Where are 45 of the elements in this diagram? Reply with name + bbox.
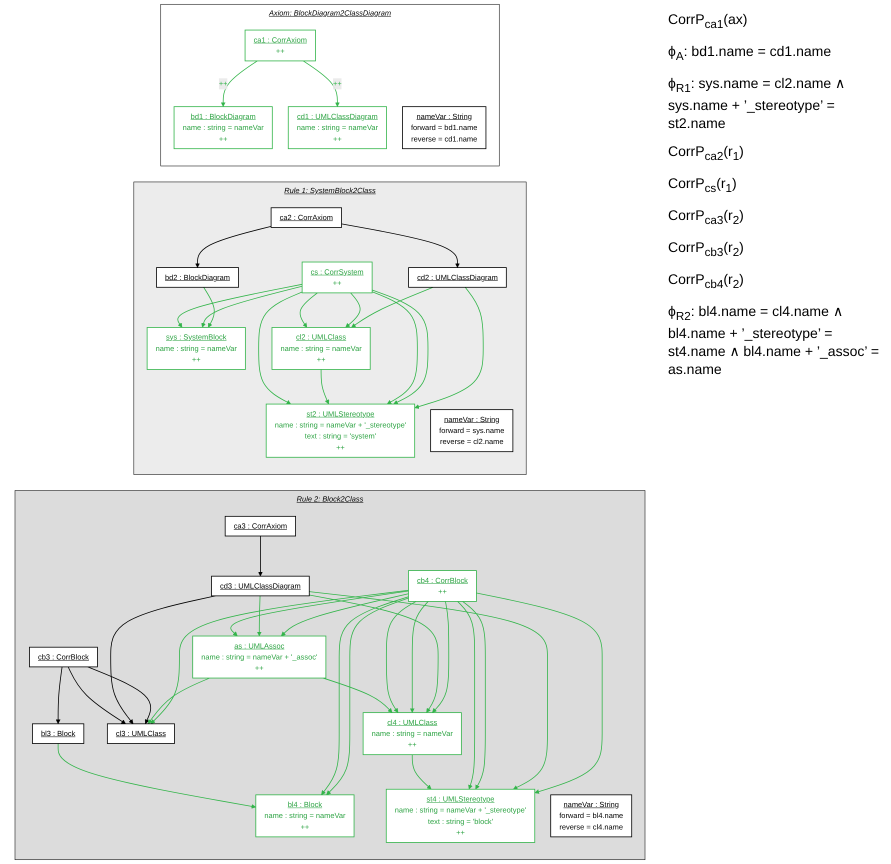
arrow — [372, 291, 418, 404]
arrow — [457, 601, 476, 790]
arrow — [258, 292, 303, 404]
note-text: ϕ$_{R1}$: sys.name = cl2.name ∧ sys.name + ’_stereotype’ = st2.name — [668, 74, 846, 132]
arrow — [308, 594, 439, 713]
arrow — [201, 286, 303, 328]
arrow — [432, 601, 450, 713]
arrow — [476, 592, 603, 794]
arrow — [148, 678, 210, 724]
arrow — [386, 601, 416, 713]
arrow — [351, 286, 434, 328]
arrow — [308, 591, 548, 790]
arrow — [341, 224, 460, 268]
arrow — [177, 284, 303, 328]
arrow — [150, 590, 409, 724]
arrow — [281, 593, 409, 636]
arrow — [345, 292, 361, 328]
arrow — [414, 286, 484, 409]
arrow — [462, 601, 486, 790]
note-text: CorrP$_{ca3}$(r$_{2}$) — [668, 206, 745, 228]
arrow — [195, 226, 272, 268]
note-text: ϕ$_{R2}$: bl4.name = cl4.name ∧ bl4.name + ’_stereotype’ = st4.name ∧ bl4.name + ’_assoc’ = as.name — [668, 302, 880, 379]
arrow — [258, 536, 263, 576]
arrow — [302, 60, 340, 107]
note-text: CorrP$_{cb4}$(r$_{2}$) — [668, 270, 745, 292]
arrow — [300, 292, 318, 328]
arrow — [372, 290, 428, 404]
arrow — [110, 595, 216, 724]
note-text: ϕ$_{A}$: bd1.name = cd1.name — [668, 42, 832, 64]
arrow — [410, 601, 429, 713]
note-text: CorrP$_{ca2}$(r$_{1}$) — [668, 142, 745, 164]
arrow — [87, 666, 152, 724]
note-text: CorrP$_{cb3}$(r$_{2}$) — [668, 238, 745, 260]
arrow — [68, 666, 126, 724]
arrow — [220, 60, 258, 107]
arrow — [320, 369, 330, 404]
arrow — [412, 754, 432, 790]
note-text: CorrP$_{cs}$(r$_{1}$) — [668, 174, 738, 196]
arrow — [230, 590, 409, 636]
arrow — [56, 666, 62, 724]
arrow — [322, 678, 392, 713]
note-text: CorrP$_{ca1}$(ax) — [668, 10, 748, 32]
arrow — [256, 595, 262, 636]
arrow — [203, 286, 215, 328]
arrow — [58, 743, 256, 809]
